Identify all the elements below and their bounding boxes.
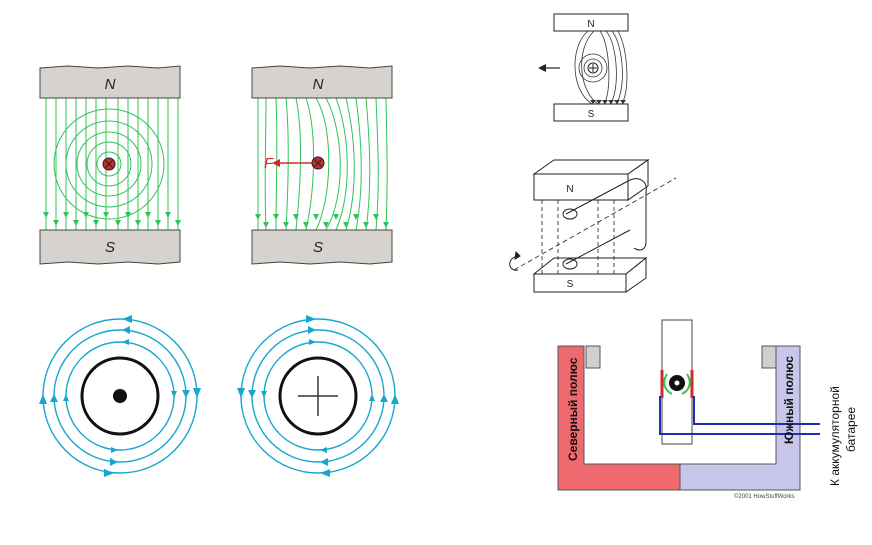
field-lines	[45, 98, 179, 230]
current-dot-icon	[113, 389, 127, 403]
figure-current-out-of-page	[36, 312, 206, 482]
south-pole-arm	[679, 345, 801, 491]
figure-field-conductor-in-magnet: N S	[38, 62, 186, 268]
figure-current-into-page	[234, 312, 404, 482]
field-arrowheads	[255, 214, 389, 228]
north-pole-tip	[585, 345, 601, 369]
south-pole-tip	[761, 345, 777, 369]
conductor-plus-icon	[587, 62, 599, 74]
battery-label-line1: К аккумуляторной	[828, 386, 842, 486]
field-lines	[574, 30, 628, 105]
south-pole-label: Южный полюс	[782, 356, 796, 444]
north-label: N	[566, 184, 573, 195]
figure-schematic-force: N S	[530, 10, 636, 126]
south-magnet: S	[39, 229, 181, 265]
north-magnet: N	[251, 65, 393, 99]
field-arrowheads	[237, 315, 399, 477]
field-dashed-lines	[541, 200, 615, 274]
field-arrowheads	[43, 212, 181, 226]
battery-label-line2: батарее	[844, 406, 858, 452]
north-pole-label: Северный полюс	[566, 357, 580, 461]
south-label: S	[105, 239, 115, 256]
south-magnet: S	[553, 103, 629, 122]
force-label: F	[264, 155, 274, 172]
north-magnet: N	[553, 13, 629, 32]
force-arrow: F	[264, 155, 312, 172]
conductor-cross-icon	[102, 157, 116, 171]
figure-force-on-conductor: N S F	[250, 62, 398, 268]
rotation-arrow-icon	[509, 250, 521, 271]
field-arrowheads	[39, 315, 201, 477]
north-magnet: N	[532, 159, 650, 201]
current-cross-icon	[298, 376, 338, 416]
figure-horseshoe-magnet: ©2001 HowStuffWorks	[550, 312, 870, 507]
north-label: N	[313, 76, 324, 93]
conductor-cross-icon	[311, 156, 325, 170]
south-label: S	[567, 279, 574, 290]
north-label: N	[587, 19, 594, 30]
figure-3d-motor-loop: N S	[500, 152, 686, 297]
battery-wires	[659, 396, 820, 435]
coil-conductor	[660, 370, 694, 398]
field-arrowheads	[590, 100, 626, 104]
south-label: S	[313, 239, 323, 256]
north-label: N	[105, 76, 116, 93]
field-lines	[257, 97, 388, 231]
force-arrow	[538, 64, 560, 72]
south-magnet: S	[251, 229, 393, 265]
north-magnet: N	[39, 65, 181, 99]
copyright-text: ©2001 HowStuffWorks	[734, 493, 795, 500]
axis-line	[513, 177, 677, 271]
south-magnet: S	[532, 256, 648, 293]
current-loop	[562, 178, 647, 270]
south-label: S	[588, 109, 595, 120]
